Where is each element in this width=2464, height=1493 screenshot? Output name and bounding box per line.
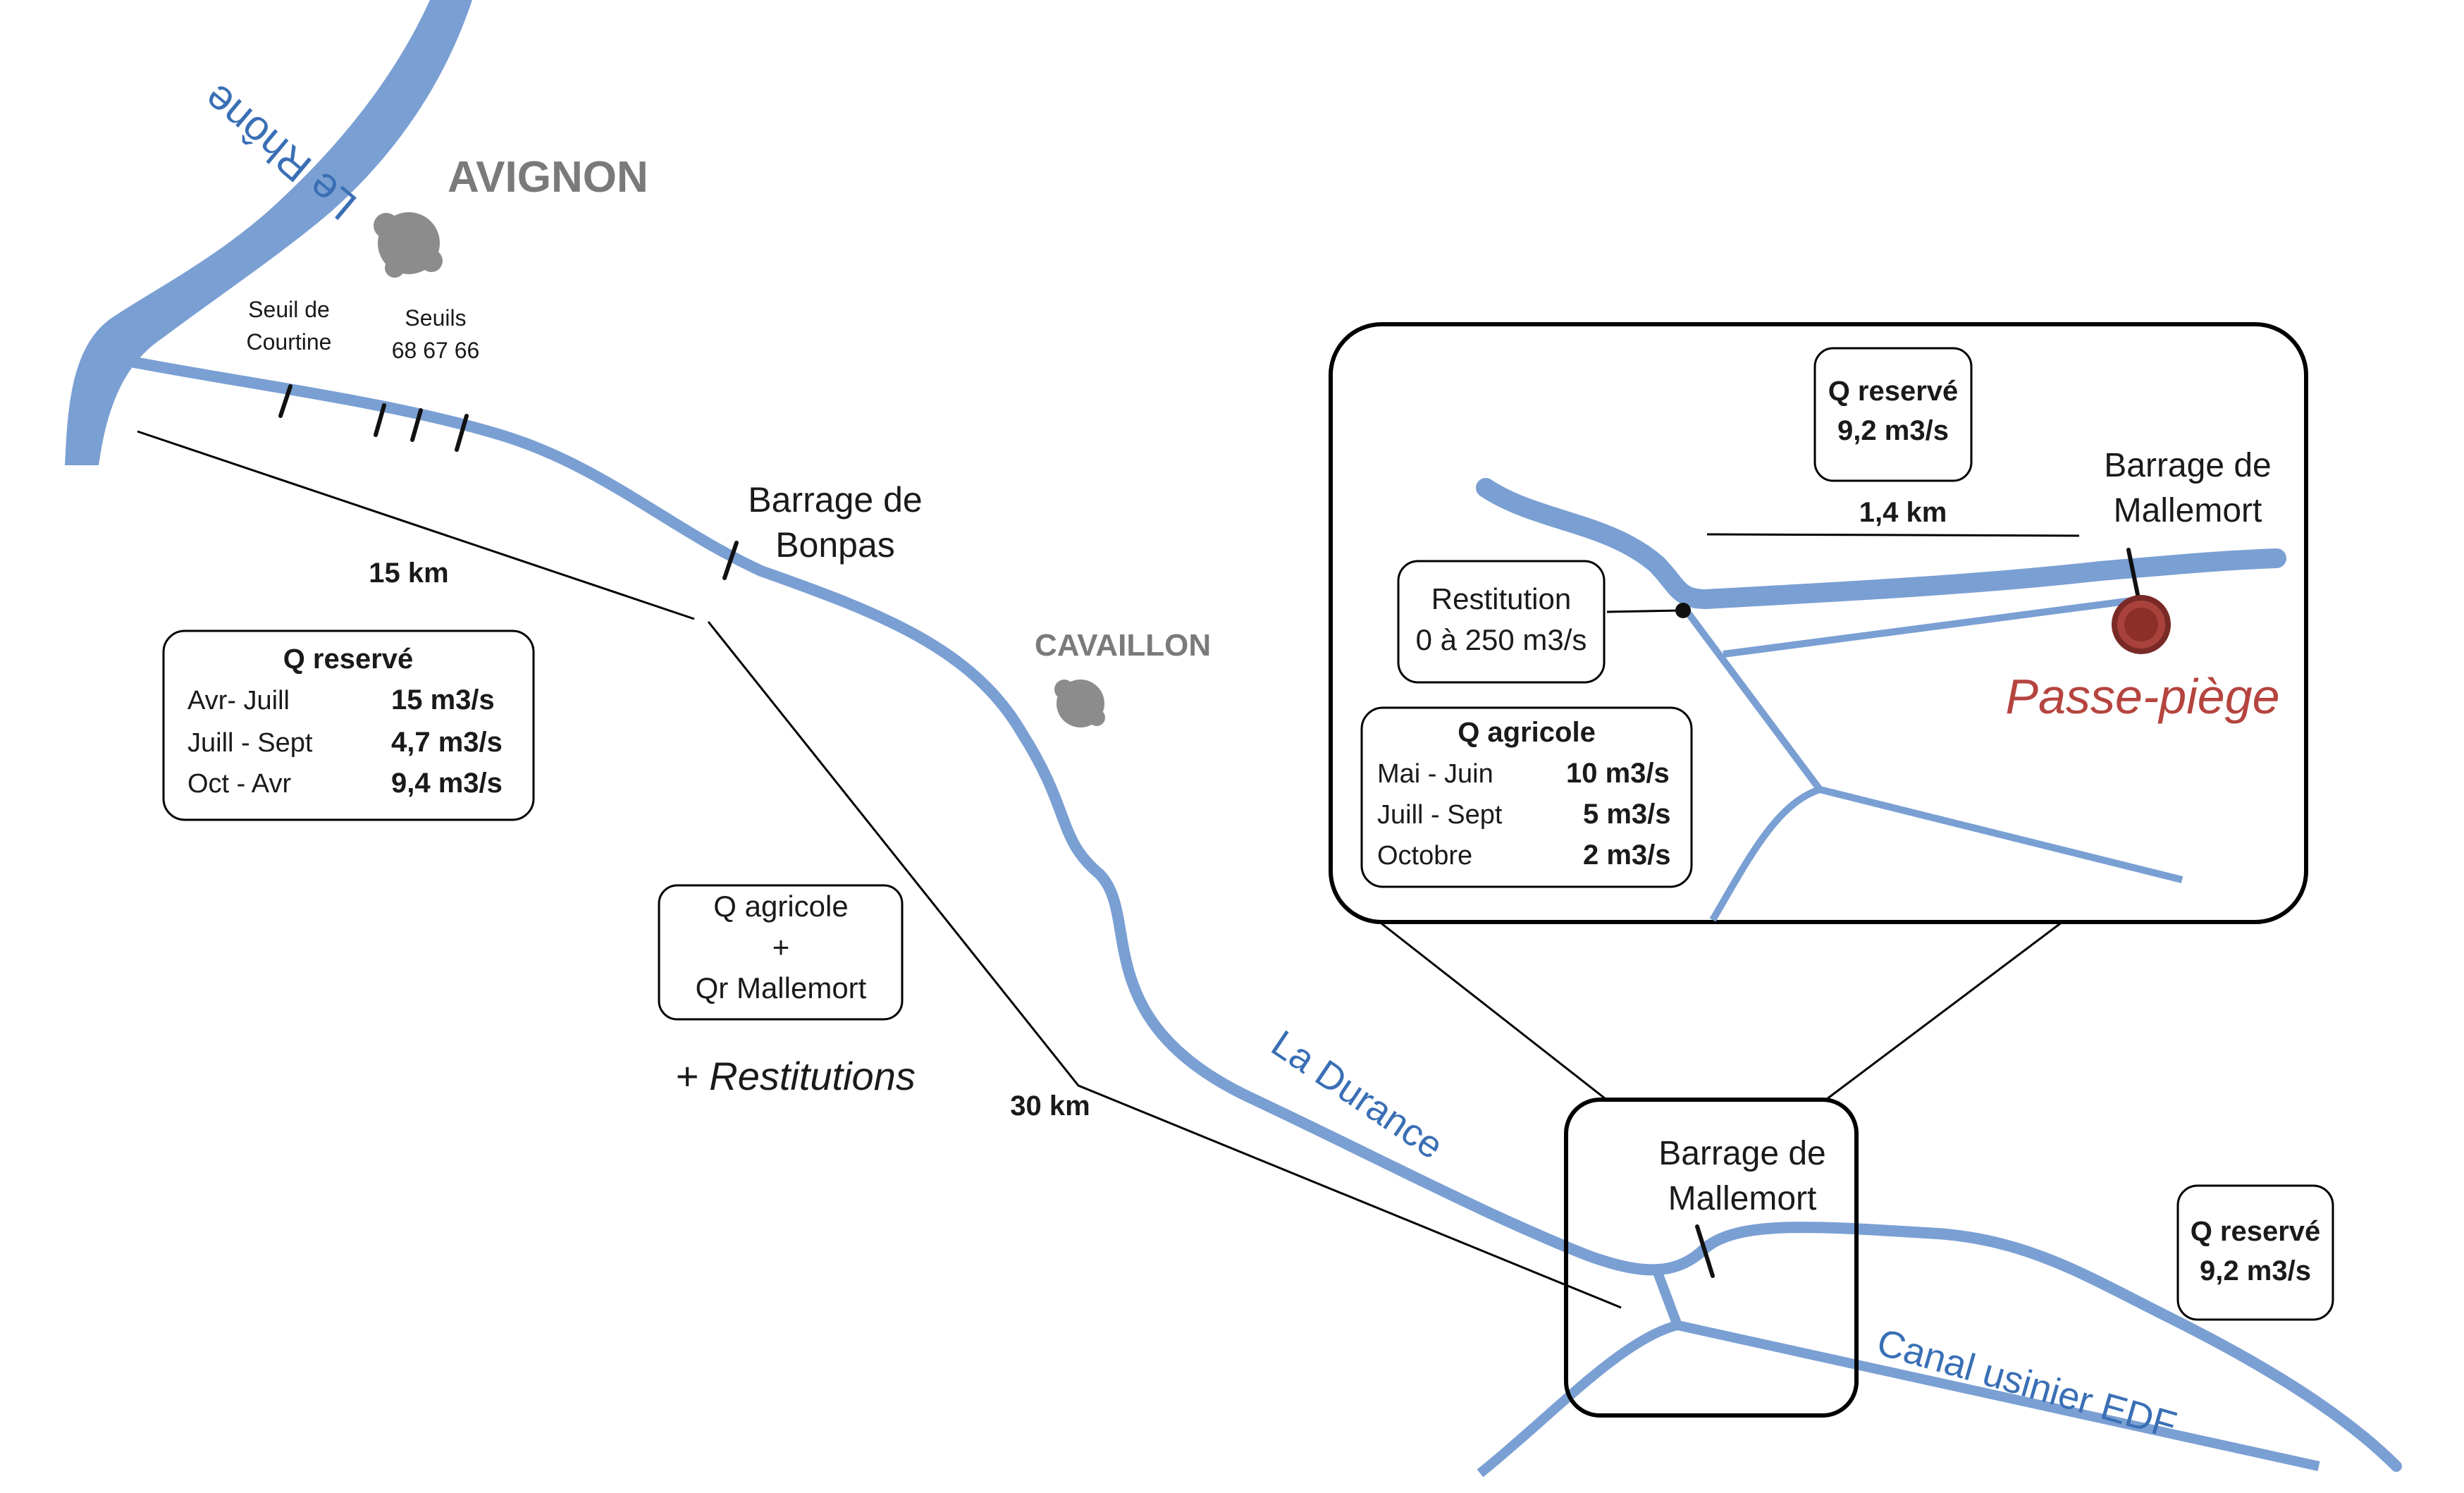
cavaillon-marker [1054, 680, 1105, 727]
inset-q-reserve-box [1813, 347, 1973, 482]
inset-canal-upper [1723, 596, 2143, 658]
q-reserve-row-value: 9,4 m3/s [391, 768, 503, 799]
distance-line-30km [707, 621, 1622, 1309]
q-reserve-row-value: 15 m3/s [391, 684, 495, 715]
seuils-label-2: 68 67 66 [392, 338, 480, 363]
inset-q-agricole-value: 10 m3/s [1566, 758, 1670, 789]
inset-dam-label-1: Barrage de [2104, 447, 2272, 484]
restitutions-label: + Restitutions [675, 1054, 916, 1098]
restitution-connector [1606, 609, 1682, 613]
canal-edf [1477, 1267, 2320, 1477]
distance-line-1-4km [1706, 533, 2080, 537]
inset-q-agricole-title: Q agricole [1458, 717, 1596, 748]
mallemort-label-1: Barrage de [1658, 1135, 1826, 1172]
inset-canal-south [1709, 786, 1821, 922]
seuil-68-tick [374, 403, 386, 437]
avignon-label: AVIGNON [448, 153, 648, 202]
inset-q-agricole-period: Mai - Juin [1377, 759, 1493, 789]
mallemort-inset: 1,4 km Barrage de Mallemort Passe-piège … [1329, 322, 2308, 924]
mallemort-zoom-box [1564, 1098, 1859, 1418]
inset-restitution-box [1397, 560, 1606, 684]
distance-15km: 15 km [369, 558, 448, 589]
zoom-connector-left [1381, 922, 1609, 1102]
courtine-tick [278, 384, 292, 418]
mallemort-label-2: Mallemort [1668, 1180, 1817, 1217]
zoom-connector-right [1823, 921, 2063, 1102]
q-reserve-right-line2: 9,2 m3/s [2200, 1255, 2311, 1286]
canal-label: Canal usinier EDF [1873, 1321, 2181, 1446]
distance-30km: 30 km [1010, 1090, 1090, 1122]
q-reserve-right-line1: Q reservé [2191, 1216, 2321, 1247]
inset-q-agricole-value: 2 m3/s [1583, 840, 1671, 871]
distance-line-15km [137, 430, 695, 620]
avignon-marker [374, 212, 443, 278]
distance-1-4km: 1,4 km [1859, 497, 1947, 528]
q-agricole-sum-line1: Q agricole [713, 890, 848, 923]
bonpas-label-2: Bonpas [775, 525, 895, 565]
cavaillon-label: CAVAILLON [1035, 628, 1211, 663]
inset-q-agricole-value: 5 m3/s [1583, 799, 1671, 830]
restitution-point [1675, 603, 1691, 618]
bonpas-label-1: Barrage de [748, 480, 922, 520]
q-agricole-sum-line2: + [772, 930, 790, 964]
inset-river [1476, 478, 2286, 609]
q-reserve-row-period: Juill - Sept [187, 728, 313, 758]
q-agricole-sum-box: Q agricole + Qr Mallemort [658, 884, 904, 1021]
q-agricole-sum-line3: Qr Mallemort [696, 971, 867, 1004]
q-reserve-upper-box: Q reservé Avr- Juill 15 m3/s Juill - Sep… [162, 629, 535, 821]
q-reserve-upper-title: Q reservé [283, 644, 414, 675]
inset-restitution-line1: Restitution [1431, 582, 1571, 615]
passe-piege-label: Passe-piège [2005, 669, 2279, 724]
courtine-label-1: Seuil de [248, 297, 330, 322]
durance-river [114, 354, 2402, 1472]
inset-q-agricole-box [1360, 706, 1693, 888]
seuils-label-1: Seuils [405, 305, 466, 331]
inset-q-agricole-period: Juill - Sept [1377, 800, 1503, 830]
rhone-river [65, 0, 472, 465]
inset-q-reserve-line2: 9,2 m3/s [1837, 415, 1949, 446]
inset-dam-label-2: Mallemort [2114, 492, 2262, 529]
q-reserve-row-value: 4,7 m3/s [391, 727, 503, 758]
q-reserve-right-box: Q reservé 9,2 m3/s [2176, 1184, 2334, 1321]
inset-q-agricole-period: Octobre [1377, 841, 1472, 871]
courtine-label-2: Courtine [247, 329, 332, 355]
passe-piege-marker-core [2124, 608, 2158, 641]
seuil-67-tick [410, 408, 423, 442]
inset-q-reserve-line1: Q reservé [1828, 376, 1959, 407]
inset-restitution-line2: 0 à 250 m3/s [1416, 623, 1587, 656]
mallemort-tick [1695, 1224, 1715, 1278]
q-reserve-row-period: Avr- Juill [187, 686, 290, 715]
q-reserve-row-period: Oct - Avr [187, 769, 291, 799]
bonpas-tick [722, 541, 739, 580]
seuil-66-tick [455, 414, 469, 452]
